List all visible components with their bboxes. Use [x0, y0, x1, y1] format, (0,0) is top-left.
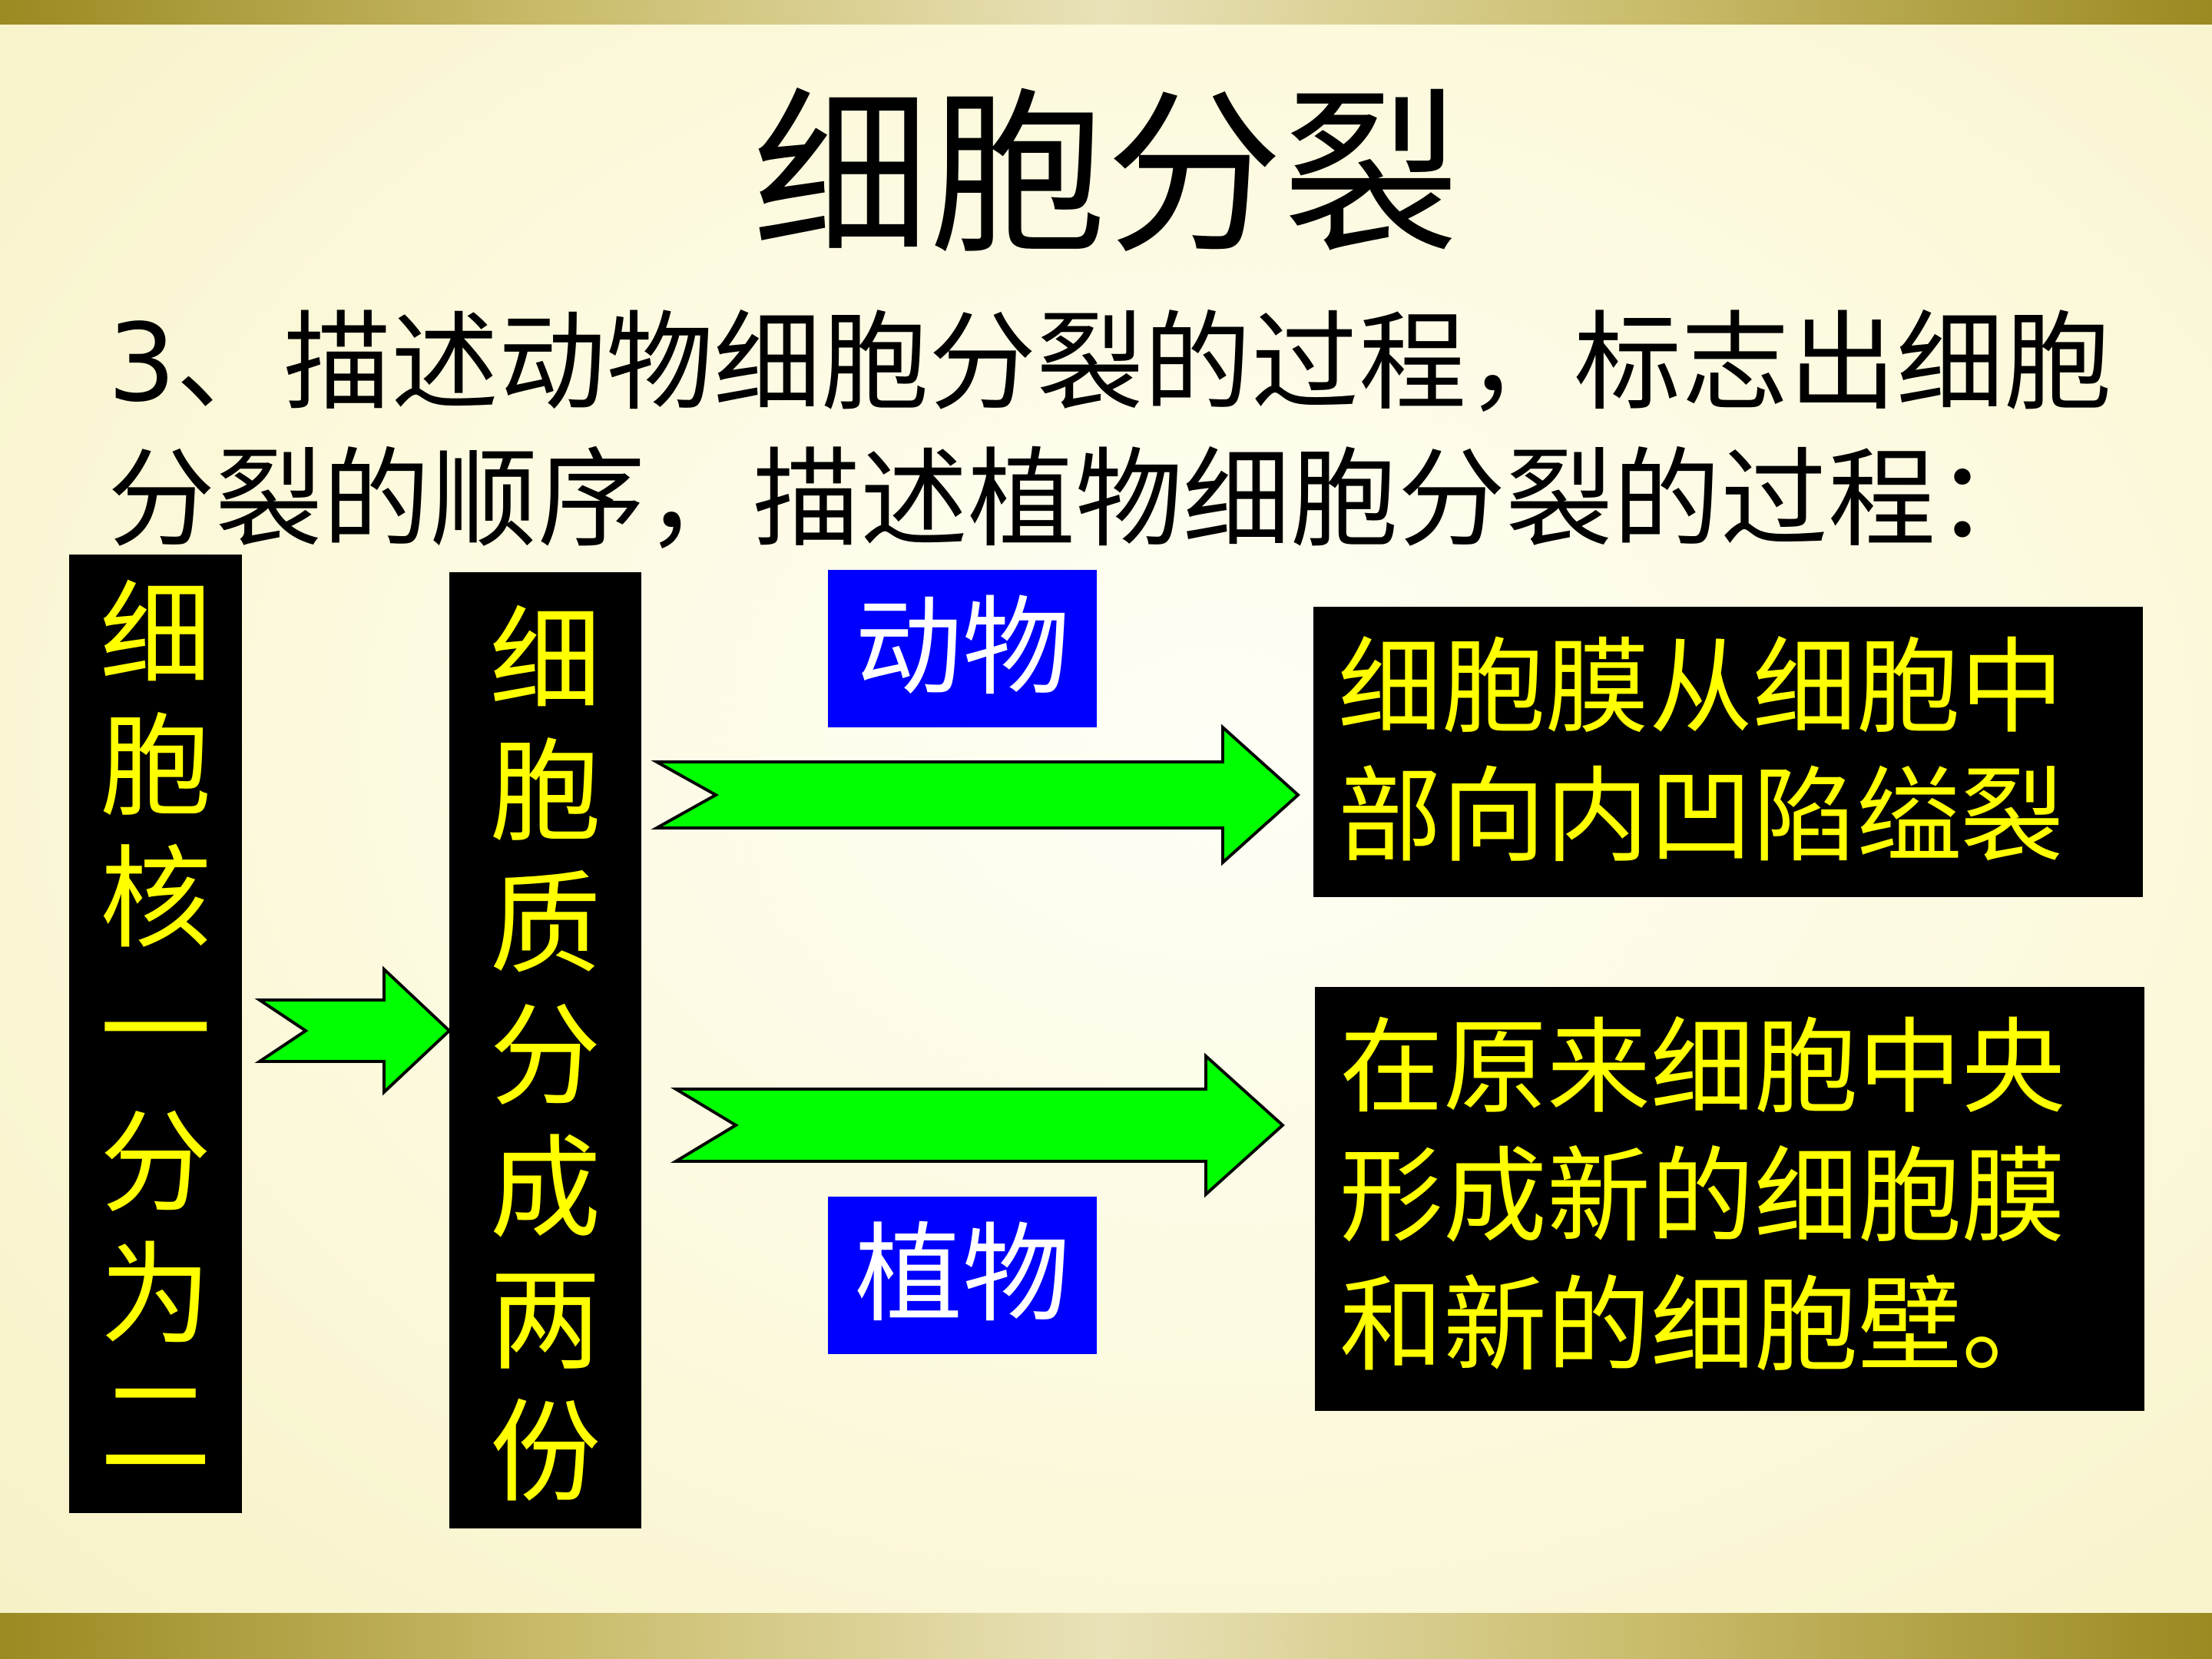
nucleus-step-box: 细胞核一分为二	[69, 555, 242, 1513]
plant-result-box: 在原来细胞中央形成新的细胞膜和新的细胞壁。	[1315, 987, 2144, 1411]
plant-label: 植物	[828, 1197, 1097, 1354]
arrow-to-animal-result	[651, 724, 1300, 866]
animal-result-box: 细胞膜从细胞中部向内凹陷缢裂	[1313, 607, 2143, 897]
slide-question: 3、描述动物细胞分裂的过程，标志出细胞分裂的顺序，描述植物细胞分裂的过程：	[108, 301, 2112, 563]
animal-label: 动物	[828, 570, 1097, 727]
top-border-bar	[0, 0, 2212, 25]
arrow-nucleus-to-cytoplasm	[254, 965, 452, 1096]
cytoplasm-step-box: 细胞质分成两份	[449, 572, 641, 1528]
slide-title: 细胞分裂	[752, 74, 1459, 279]
arrow-to-plant-result	[670, 1052, 1285, 1198]
bottom-border-bar	[0, 1613, 2212, 1659]
